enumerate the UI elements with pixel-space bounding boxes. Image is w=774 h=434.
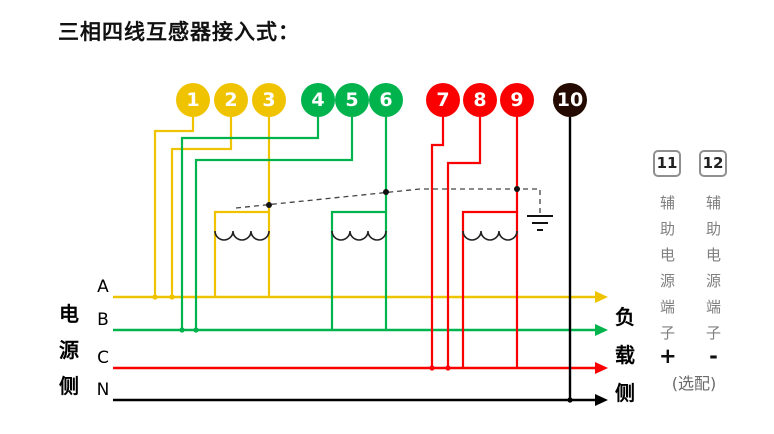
ct3-primary-loop bbox=[461, 210, 519, 368]
optional-note: (选配) bbox=[671, 374, 717, 393]
ct1-coil-icon bbox=[214, 230, 270, 241]
phase-a-wires bbox=[153, 117, 271, 297]
terminal-7: 7 bbox=[426, 83, 460, 117]
earth-ground-icon bbox=[527, 215, 553, 231]
aux-terminal-11: 11 bbox=[653, 150, 681, 177]
ct2-primary-loop bbox=[330, 210, 388, 330]
terminal-9: 9 bbox=[500, 83, 534, 117]
phase-b-wires bbox=[180, 117, 388, 330]
ct3-coil-icon bbox=[462, 230, 518, 241]
phase-c-arrow-icon bbox=[595, 362, 608, 374]
aux-11-plus-sign: + bbox=[659, 344, 677, 368]
terminal-1: 1 bbox=[176, 83, 210, 117]
line-a-label: A bbox=[97, 277, 109, 297]
terminal4-wire bbox=[180, 117, 320, 330]
terminal-4: 4 bbox=[301, 83, 335, 117]
terminal5-wire bbox=[194, 117, 354, 330]
aux-12-minus-sign: - bbox=[709, 344, 718, 368]
terminal8-wire bbox=[446, 117, 482, 368]
tap-junction-dots bbox=[152, 294, 573, 403]
aux-12-label: 辅助电源端子 bbox=[705, 194, 721, 342]
phase-lines bbox=[113, 295, 596, 402]
terminal1-wire bbox=[153, 117, 195, 297]
phase-a-arrow-icon bbox=[595, 291, 608, 303]
junction-dot bbox=[383, 189, 389, 195]
source-side-label: 电源侧 bbox=[59, 302, 79, 398]
ct-coils bbox=[214, 230, 518, 241]
phase-b-arrow-icon bbox=[595, 324, 608, 336]
line-b-label: B bbox=[97, 310, 109, 330]
terminal-5: 5 bbox=[335, 83, 369, 117]
line-n-label: N bbox=[96, 380, 110, 400]
terminal7-wire bbox=[430, 117, 445, 368]
aux-11-label: 辅助电源端子 bbox=[659, 194, 675, 342]
terminal-6: 6 bbox=[369, 83, 403, 117]
junction-dot bbox=[514, 186, 520, 192]
phase-c-wires bbox=[430, 117, 519, 368]
earth-dashed-wire bbox=[235, 188, 541, 216]
line-c-label: C bbox=[97, 348, 109, 368]
terminal-8: 8 bbox=[463, 83, 497, 117]
terminal-3: 3 bbox=[252, 83, 286, 117]
terminal-2: 2 bbox=[214, 83, 248, 117]
ct2-coil-icon bbox=[331, 230, 387, 241]
page-title: 三相四线互感器接入式： bbox=[58, 20, 300, 44]
neutral-arrow-icon bbox=[595, 394, 608, 406]
ct1-primary-loop bbox=[213, 210, 271, 297]
aux-terminal-12: 12 bbox=[699, 150, 727, 177]
junction-dot bbox=[266, 202, 272, 208]
terminal-10: 10 bbox=[553, 83, 587, 117]
load-arrows bbox=[595, 291, 608, 406]
load-side-label: 负载侧 bbox=[615, 305, 635, 405]
terminal2-wire bbox=[170, 117, 233, 297]
